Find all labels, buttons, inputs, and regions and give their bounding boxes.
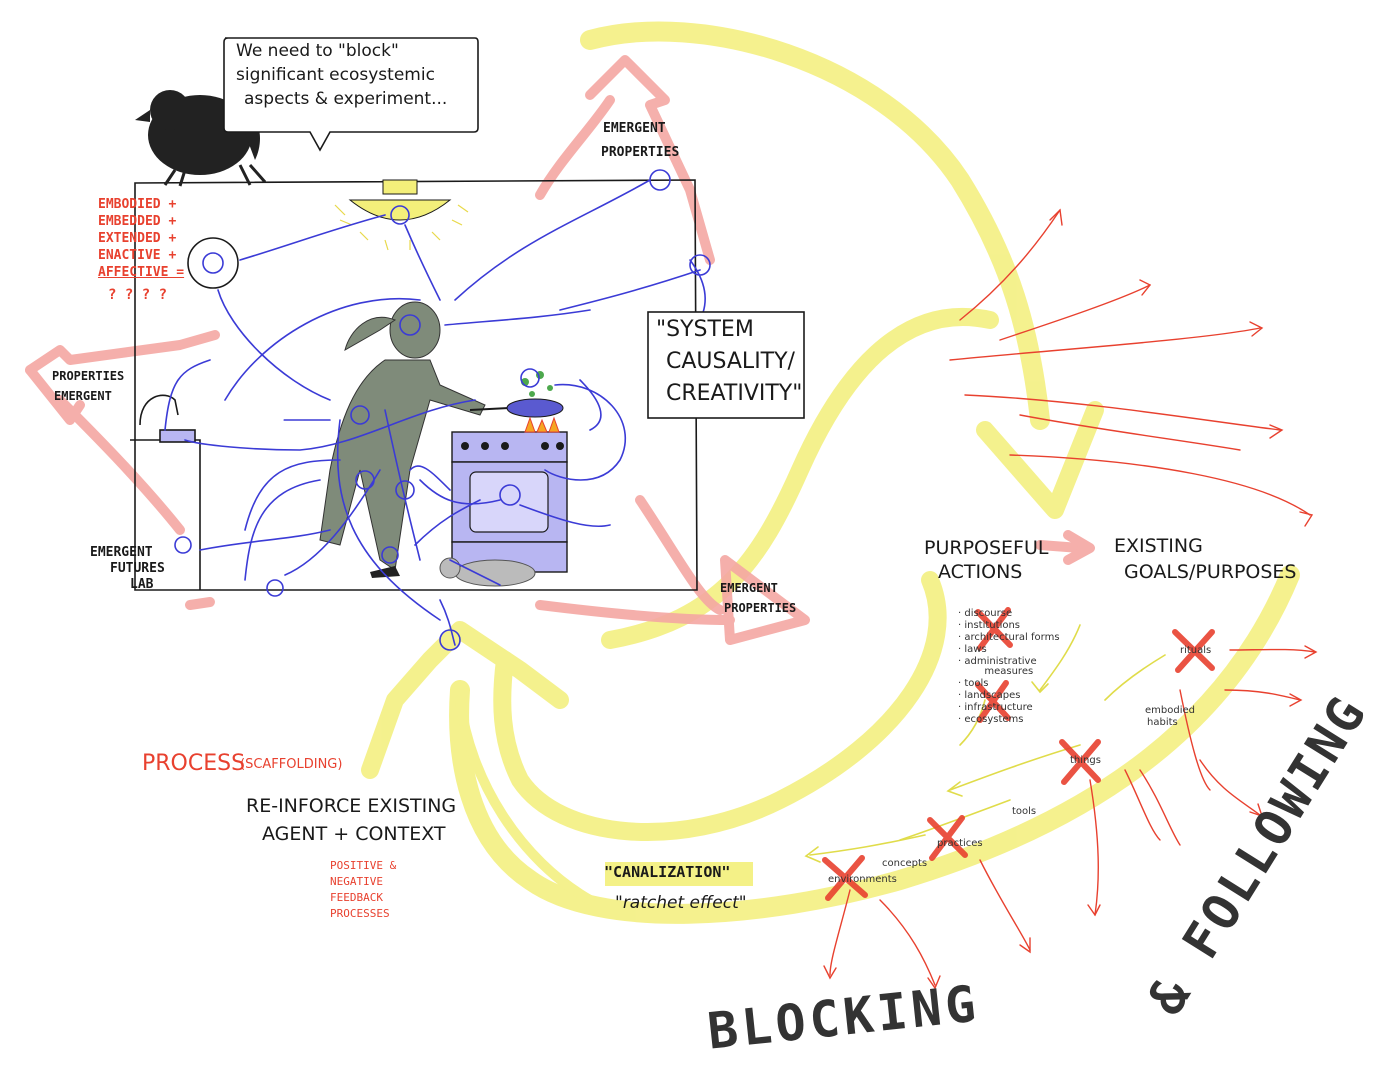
list-item: · administrative (958, 656, 1037, 667)
list-item: · ecosystems (958, 714, 1024, 725)
ratchet-effect: "ratchet effect" (615, 893, 747, 913)
list-item: · institutions (958, 620, 1021, 631)
label-tools: tools (1012, 806, 1037, 817)
sink-icon (139, 394, 196, 443)
speech-line-3: aspects & experiment... (244, 89, 448, 109)
list-item: measures (978, 666, 1034, 677)
embodied-line-5: AFFECTIVE = (98, 265, 185, 280)
process-paren: (SCAFFOLDING) (240, 757, 343, 772)
list-item: · infrastructure (958, 702, 1033, 713)
embodied-circle (187, 237, 239, 289)
speech-bubble (223, 37, 479, 152)
speech-line-1: We need to "block" (236, 41, 399, 61)
reinforce-line-2: AGENT + CONTEXT (262, 823, 446, 845)
purposeful-line-2: ACTIONS (938, 561, 1023, 583)
label-rituals: rituals (1180, 645, 1212, 656)
purposeful-line-1: PURPOSEFUL (924, 537, 1049, 559)
embodied-line-2: EMBEDDED + (98, 214, 177, 229)
list-item: · landscapes (958, 690, 1021, 701)
lamp-icon (334, 179, 469, 251)
emergent-top-line-2: PROPERTIES (601, 145, 680, 160)
pan-icon (469, 371, 564, 418)
stove-icon (451, 416, 568, 573)
feedback-line-4: PROCESSES (330, 907, 390, 920)
embodied-line-1: EMBODIED + (98, 197, 177, 212)
embodied-line-3: EXTENDED + (98, 231, 177, 246)
feedback-line-1: POSITIVE & (330, 859, 397, 872)
logo-line-2: FUTURES (110, 561, 165, 576)
yellow-thin-arrows (804, 624, 1166, 863)
canalization-title: "CANALIZATION" (604, 863, 731, 881)
properties-emergent-line-1: PROPERTIES (52, 369, 125, 383)
speech-line-2: significant ecosystemic (236, 65, 435, 85)
embodied-line-6: ? ? ? ? (108, 287, 168, 303)
label-embodied-habits-1: embodied (1145, 705, 1195, 716)
yellow-flows (361, 21, 1300, 924)
emergent-bottom-line-1: EMERGENT (720, 581, 778, 595)
emergent-top-line-1: EMERGENT (603, 121, 666, 136)
red-fan-arrows (823, 208, 1318, 990)
system-box-line-3: CREATIVITY" (666, 381, 803, 406)
emergent-bottom-line-2: PROPERTIES (724, 601, 797, 615)
system-box-line-1: "SYSTEM (656, 317, 754, 342)
properties-emergent-line-2: EMERGENT (54, 389, 112, 403)
existing-goals-line-1: EXISTING (1114, 535, 1203, 557)
list-item: · tools (958, 678, 989, 689)
feedback-line-3: FEEDBACK (330, 891, 383, 904)
pink-arrows (25, 55, 1095, 645)
system-box-line-2: CAUSALITY/ (666, 349, 795, 374)
list-item: · discourse (958, 608, 1013, 619)
existing-goals-line-2: GOALS/PURPOSES (1124, 561, 1297, 583)
cross-mark-icon (822, 607, 1215, 901)
kitchen-box (130, 179, 698, 591)
person-cooking-icon (319, 301, 486, 571)
feedback-line-2: NEGATIVE (330, 875, 383, 888)
list-item: · laws (958, 644, 987, 655)
shoe-icon (370, 566, 400, 578)
label-concepts: concepts (882, 858, 928, 869)
process-title: PROCESS (142, 751, 246, 776)
reinforce-line-1: RE-INFORCE EXISTING (246, 795, 457, 817)
list-item: · architectural forms (958, 632, 1060, 643)
label-practices: practices (937, 838, 983, 849)
embodied-line-4: ENACTIVE + (98, 248, 177, 263)
crow-icon (135, 90, 267, 187)
system-causality-box (647, 311, 805, 419)
canalization-highlight (605, 862, 753, 886)
logo-line-1: EMERGENT (90, 545, 153, 560)
label-environments: environments (828, 874, 897, 885)
blue-feedback-arrows (164, 169, 711, 651)
label-things: things (1070, 755, 1101, 766)
logo-line-3: LAB (130, 577, 154, 592)
label-embodied-habits-2: habits (1147, 717, 1178, 728)
